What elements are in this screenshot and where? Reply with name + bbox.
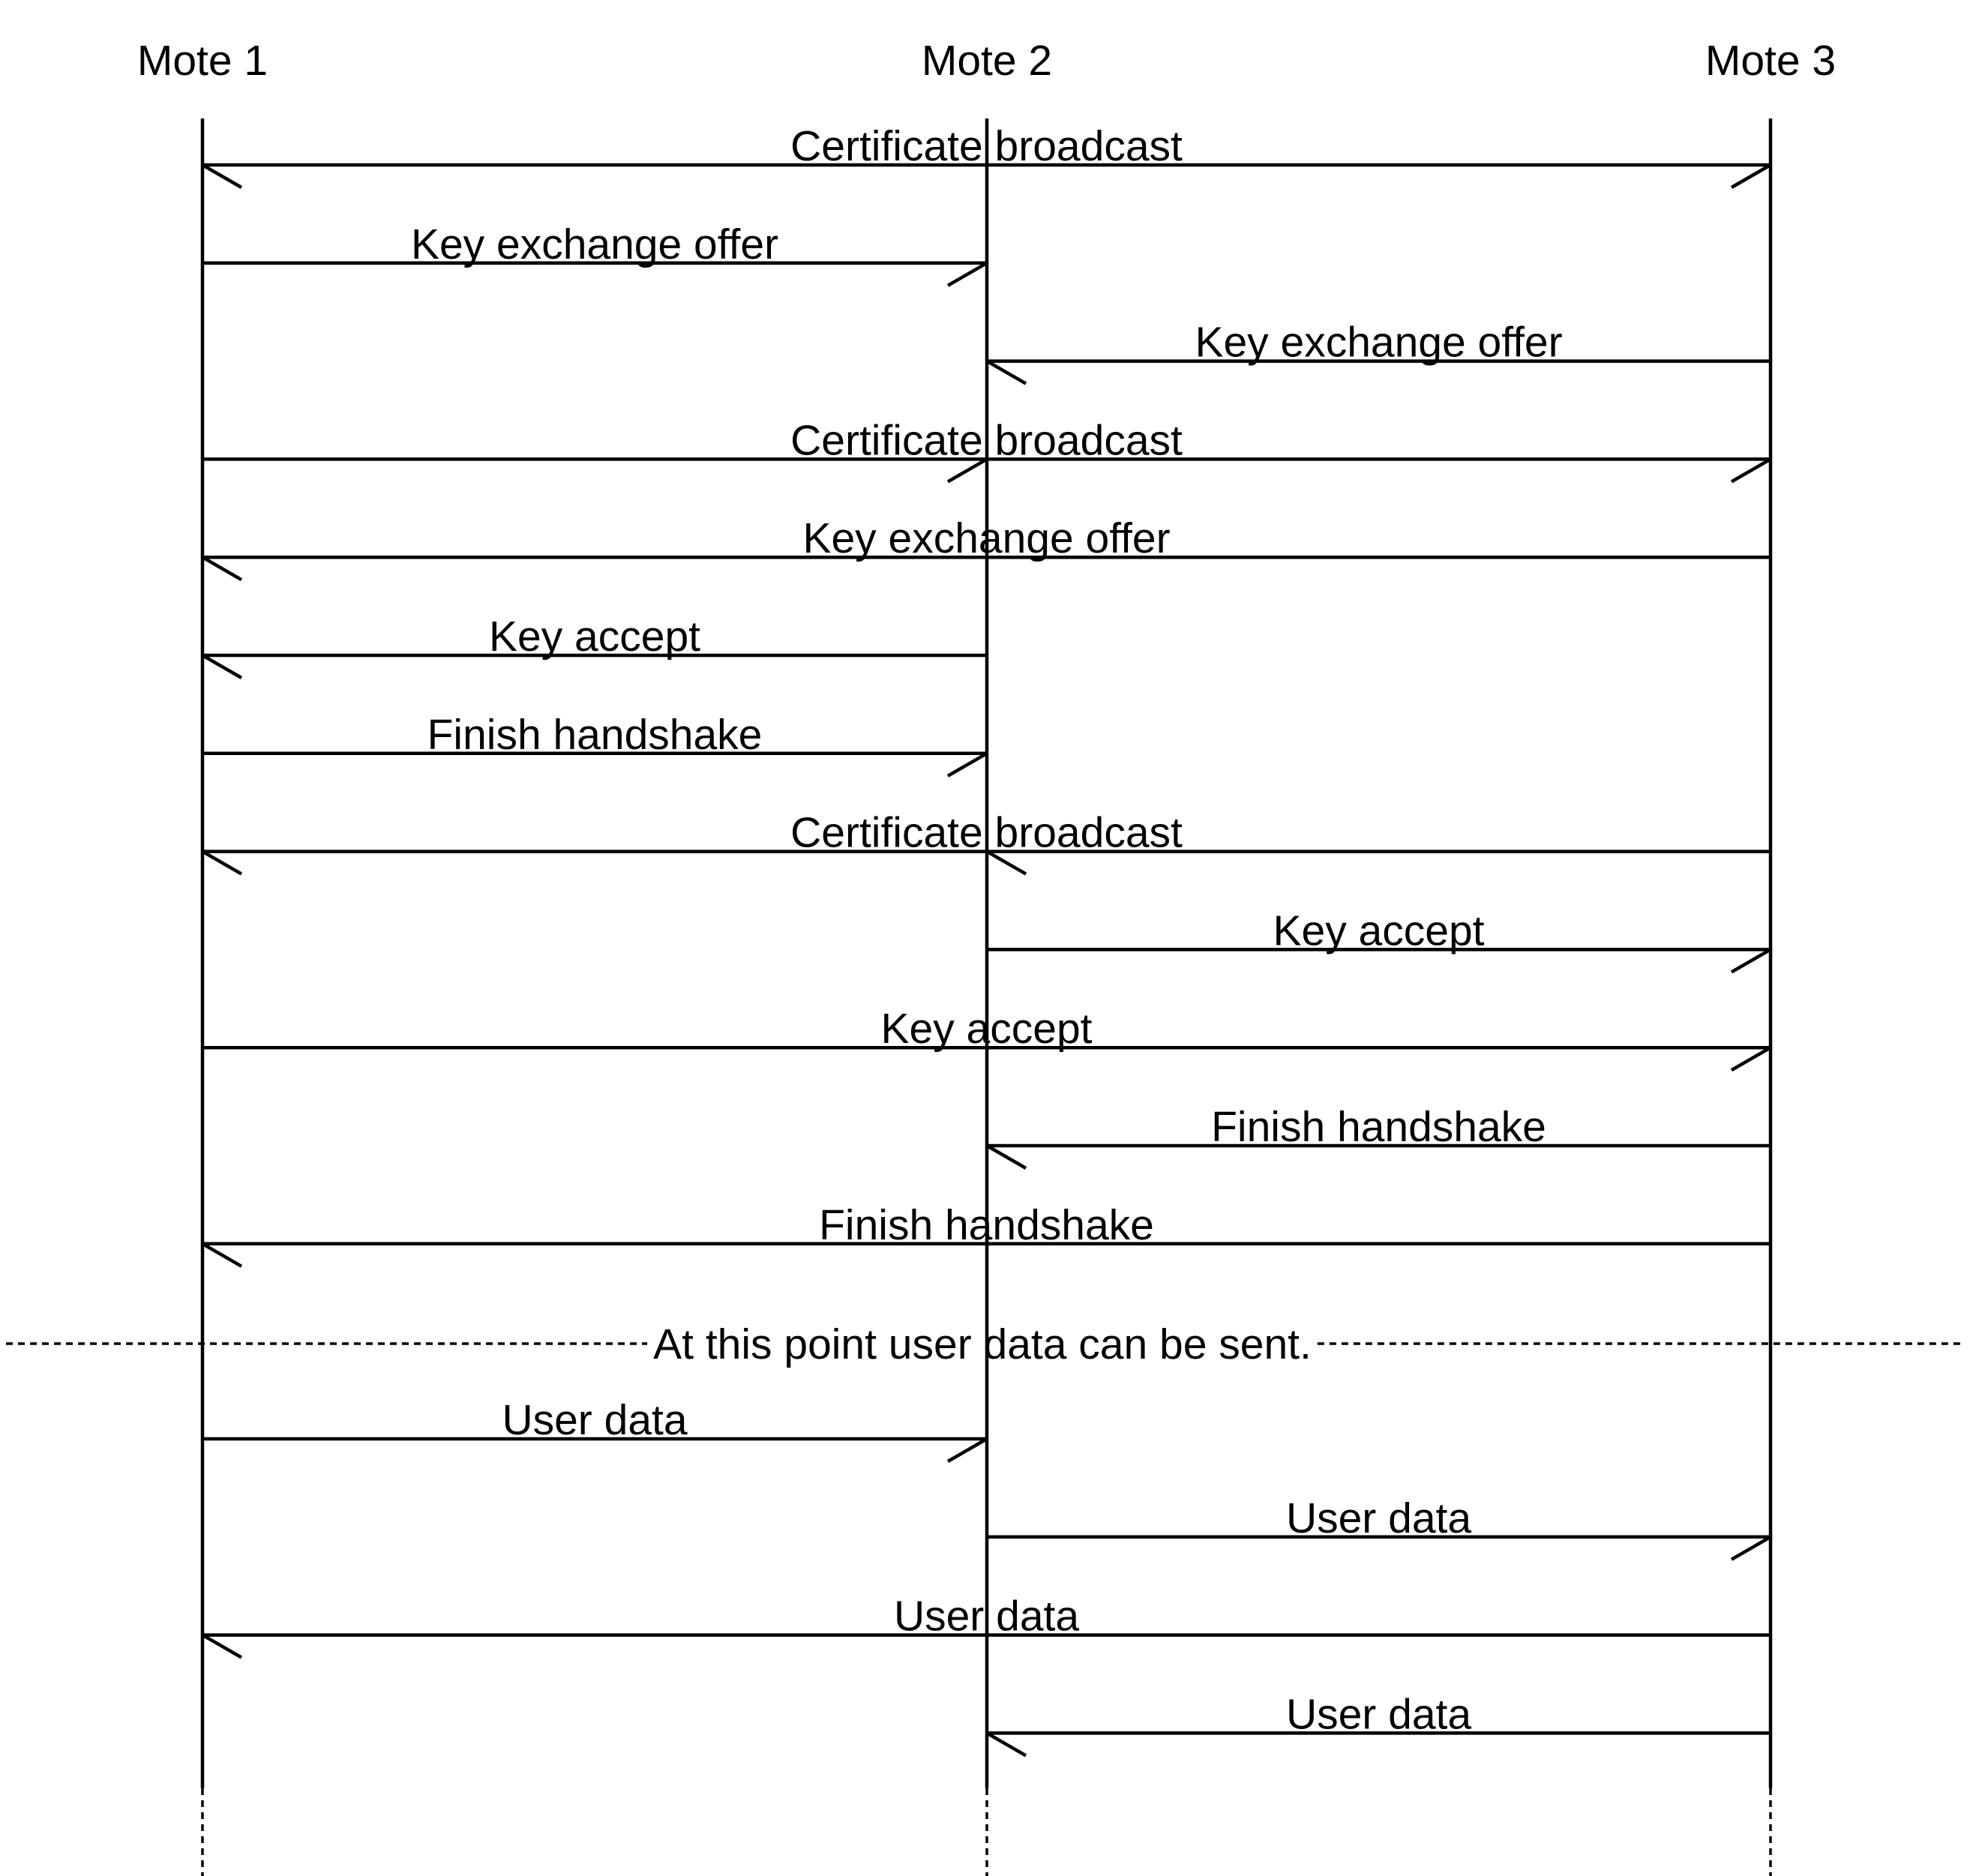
message-label: Key accept	[1273, 907, 1485, 954]
arrowhead	[201, 654, 243, 679]
message-arrows	[201, 163, 1772, 1758]
lifelines	[200, 118, 1773, 1876]
message-label: Key accept	[881, 1005, 1093, 1053]
arrowhead	[946, 261, 988, 287]
participant-label-m3: Mote 3	[1705, 37, 1836, 85]
message-label: Finish handshake	[1211, 1103, 1546, 1151]
separator-label: At this point user data can be sent.	[653, 1320, 1312, 1368]
message-label: Key exchange offer	[1195, 319, 1562, 367]
arrowhead	[201, 850, 243, 876]
participant-label-m2: Mote 2	[922, 37, 1052, 85]
message-label: User data	[1286, 1690, 1471, 1738]
arrowhead	[946, 1437, 988, 1463]
arrowhead	[201, 163, 243, 189]
message-label: User data	[894, 1593, 1079, 1641]
message-label: Finish handshake	[427, 711, 763, 759]
arrowhead	[1730, 1535, 1772, 1561]
arrowhead	[985, 1144, 1027, 1170]
message-label: Certificate broadcast	[790, 809, 1183, 857]
message-label: Certificate broadcast	[790, 122, 1183, 170]
message-label: Key exchange offer	[411, 220, 778, 268]
arrowhead	[201, 556, 243, 582]
arrowhead	[201, 1633, 243, 1659]
arrowhead	[201, 1242, 243, 1268]
participant-label-m1: Mote 1	[137, 37, 268, 85]
message-label: Finish handshake	[819, 1201, 1154, 1249]
arrowhead	[1730, 1046, 1772, 1072]
arrowhead	[985, 850, 1027, 876]
message-label: Key exchange offer	[802, 514, 1170, 562]
arrowhead	[1730, 948, 1772, 974]
message-label: User data	[502, 1396, 687, 1444]
arrowhead	[985, 1731, 1027, 1758]
arrowhead	[985, 359, 1027, 385]
arrowhead	[946, 457, 988, 484]
arrowhead	[1730, 163, 1772, 189]
message-label: Certificate broadcast	[790, 416, 1183, 464]
arrowhead	[1730, 457, 1772, 484]
message-label: Key accept	[489, 613, 700, 661]
message-label: User data	[1286, 1494, 1471, 1542]
arrowhead	[946, 751, 988, 778]
